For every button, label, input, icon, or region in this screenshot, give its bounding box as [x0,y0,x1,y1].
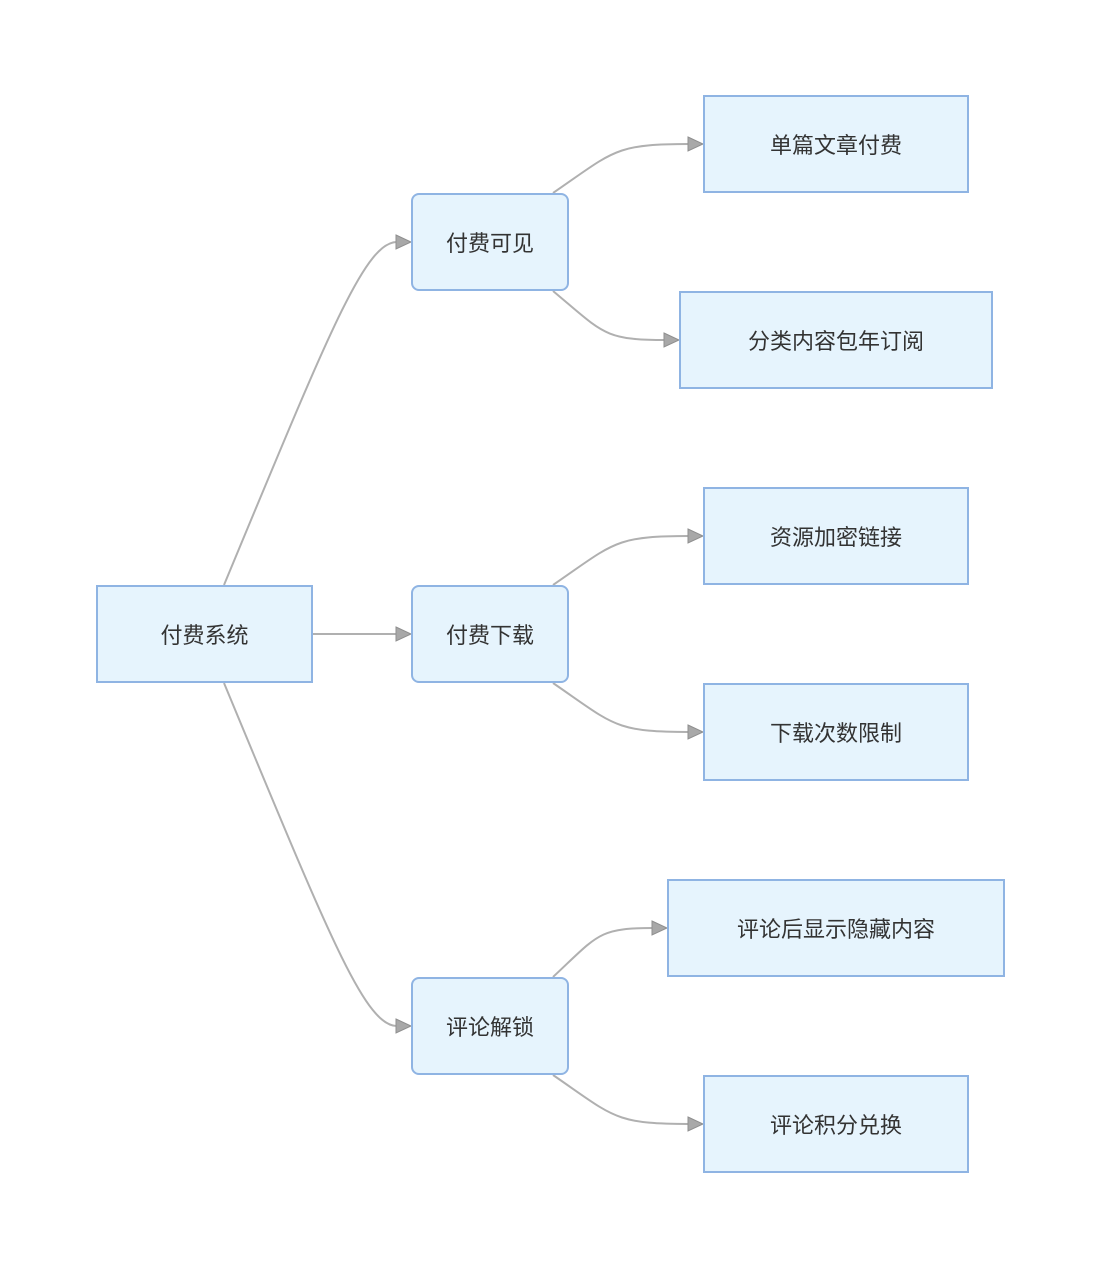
arrowhead-leaf-1-0 [687,528,705,544]
branch-node-label: 付费可见 [445,232,534,257]
arrowhead-leaf-0-0 [687,136,705,152]
arrowhead-leaf-0-1 [663,332,681,348]
leaf-node-single-article: 单篇文章付费 [703,95,969,193]
arrowhead-leaf-2-1 [687,1116,705,1132]
branch-node-paid-visible: 付费可见 [411,193,569,291]
edge-root-to-branch-0 [223,241,398,586]
leaf-node-label: 评论积分兑换 [769,1114,902,1139]
edge-branch-to-leaf-1-1 [552,682,690,733]
branch-node-paid-download: 付费下载 [411,585,569,683]
root-node: 付费系统 [96,585,313,683]
leaf-node-label: 下载次数限制 [769,722,902,747]
leaf-node-category-subscription: 分类内容包年订阅 [679,291,993,389]
root-node-label: 付费系统 [160,624,249,649]
arrowhead-branch-2 [395,1018,413,1034]
arrowhead-branch-0 [395,234,413,250]
edge-branch-to-leaf-0-0 [552,143,690,194]
leaf-node-points-exchange: 评论积分兑换 [703,1075,969,1173]
leaf-node-label: 资源加密链接 [769,526,902,551]
branch-node-label: 评论解锁 [445,1016,534,1041]
leaf-node-hidden-content: 评论后显示隐藏内容 [667,879,1005,977]
edge-branch-to-leaf-2-0 [552,927,654,978]
leaf-node-label: 单篇文章付费 [769,134,902,159]
edge-branch-to-leaf-1-0 [552,535,690,586]
leaf-node-label: 分类内容包年订阅 [747,330,924,355]
branch-node-label: 付费下载 [445,624,534,649]
branch-node-comment-unlock: 评论解锁 [411,977,569,1075]
arrowhead-leaf-2-0 [651,920,669,936]
leaf-node-encrypted-link: 资源加密链接 [703,487,969,585]
edge-branch-to-leaf-0-1 [552,290,666,341]
arrowhead-branch-1 [395,626,413,642]
leaf-node-label: 评论后显示隐藏内容 [736,918,935,943]
edge-branch-to-leaf-2-1 [552,1074,690,1125]
arrowhead-leaf-1-1 [687,724,705,740]
leaf-node-download-limit: 下载次数限制 [703,683,969,781]
edge-root-to-branch-2 [223,682,398,1027]
